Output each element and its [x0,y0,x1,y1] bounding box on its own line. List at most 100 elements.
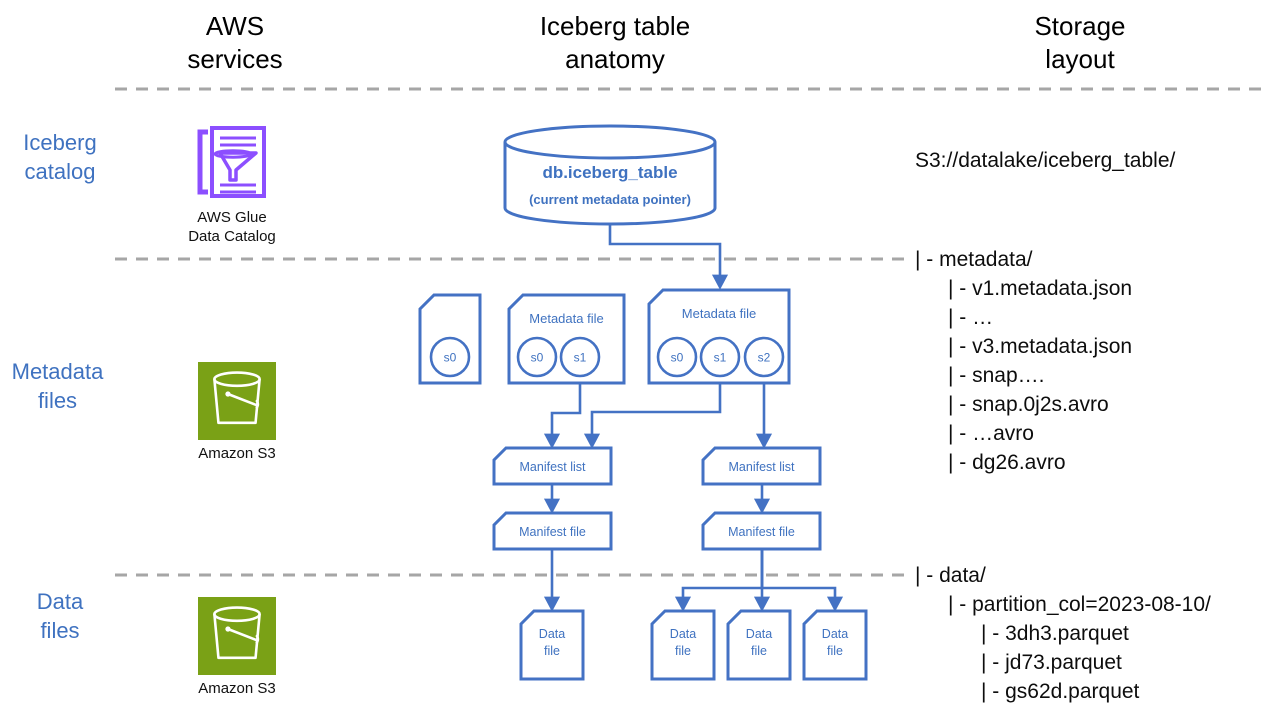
manifest-list-right[interactable]: Manifest list [701,446,822,486]
metadata-file-2[interactable]: Metadata file s0 s1 [507,293,626,385]
snapshot-circle [743,336,785,378]
bucket-handle-knob [225,391,231,397]
storage-snap-0j2s-avro: | - snap.0j2s.avro [948,393,1109,416]
snapshot-s0[interactable]: s0 [516,336,558,378]
glue-spine [197,129,208,195]
data-file-shape [726,609,792,681]
service-label-amazon-s3-metadata: Amazon S3 [198,445,276,462]
storage-v1-metadata-json: | - v1.metadata.json [948,277,1133,300]
metadata-file-label: Metadata file [529,311,603,326]
service-label-amazon-s3-data: Amazon S3 [198,680,276,697]
storage-metadata-dir: | - metadata/ [915,248,1033,271]
s3-bucket-icon [198,362,276,440]
connector-arrows [543,224,844,612]
snapshot-label: s2 [758,351,771,365]
conn-md3-s1-to-manifestlist-left [583,377,722,449]
snapshot-circle [656,336,698,378]
aws-glue-data-catalog [197,126,266,198]
node-label: file [751,644,767,658]
node-label: Data [822,627,848,641]
snapshot-circle [429,336,471,378]
snapshot-label: s0 [444,351,457,365]
storage-dg26-avro: | - dg26.avro [948,451,1066,474]
storage-parquet-gs62d: | - gs62d.parquet [981,680,1140,703]
funnel-rim [213,149,253,159]
cylinder-top [503,124,717,160]
diagram-nodes: db.iceberg_table(current metadata pointe… [418,124,868,681]
box-label: Manifest list [520,460,587,474]
snapshot-circle [516,336,558,378]
bucket-handle-knob [225,626,231,632]
node-label: Data [746,627,772,641]
data-file-shape [650,609,716,681]
box-label: Manifest file [519,525,586,539]
conn-manifestfile-right-to-data2 [674,549,764,612]
db-iceberg-table-cylinder[interactable]: db.iceberg_table(current metadata pointe… [503,124,717,226]
storage-v3-metadata-json: | - v3.metadata.json [948,335,1133,358]
section-dividers [115,87,1265,577]
data-file-shape [802,609,868,681]
glue-catalog-icon [197,126,266,198]
box-label: Manifest list [729,460,796,474]
snapshot-circle [559,336,601,378]
box-shape [701,511,822,551]
snapshot-s0[interactable]: s0 [429,336,471,378]
snapshot-s1[interactable]: s1 [699,336,741,378]
amazon-s3-data [198,597,276,675]
storage-s3-root-path: S3://datalake/iceberg_table/ [915,149,1176,172]
snapshot-s2[interactable]: s2 [743,336,785,378]
node-label: file [675,644,691,658]
manifest-file-left[interactable]: Manifest file [492,511,613,551]
bucket-handle [226,392,258,407]
node-label: Data [539,627,565,641]
snapshot-s1[interactable]: s1 [559,336,601,378]
storage-data-dir: | - data/ [915,564,986,587]
bucket-handle-hook [255,399,260,410]
data-file-4[interactable]: Data file [802,609,868,681]
data-file-2[interactable]: Data file [650,609,716,681]
cylinder-body [503,142,717,226]
snapshot-label: s0 [531,351,544,365]
snapshot-label: s0 [671,351,684,365]
box-label: Manifest file [728,525,795,539]
data-file-shape [519,609,585,681]
box-shape [701,446,822,486]
metadata-file-1[interactable]: s0 [418,293,482,385]
bucket-handle-hook [255,634,260,645]
conn-manifestfile-right-to-data4 [760,549,844,612]
node-label: file [544,644,560,658]
storage-parquet-jd73: | - jd73.parquet [981,651,1122,674]
manifest-file-right[interactable]: Manifest file [701,511,822,551]
snapshot-label: s1 [714,351,727,365]
manifest-list-left[interactable]: Manifest list [492,446,613,486]
snapshot-label: s1 [574,351,587,365]
conn-catalog-to-metadata3 [608,224,729,290]
data-file-1[interactable]: Data file [519,609,585,681]
funnel-icon [218,151,258,182]
snapshot-s0[interactable]: s0 [656,336,698,378]
storage-metadata-ellipsis: | - … [948,306,994,329]
s3-bucket-icon [198,597,276,675]
storage-avro-ellipsis: | - …avro [948,422,1034,445]
s3-tile [198,597,276,675]
storage-parquet-3dh3: | - 3dh3.parquet [981,622,1129,645]
amazon-s3-metadata [198,362,276,440]
bucket-rim [213,371,261,388]
box-shape [492,511,613,551]
storage-partition-dir: | - partition_col=2023-08-10/ [948,593,1211,616]
bucket-handle [226,627,258,642]
node-label: file [827,644,843,658]
glue-page [210,126,266,198]
conn-md2-s1-to-manifestlist-left [543,377,582,449]
data-file-3[interactable]: Data file [726,609,792,681]
node-label: Data [670,627,696,641]
